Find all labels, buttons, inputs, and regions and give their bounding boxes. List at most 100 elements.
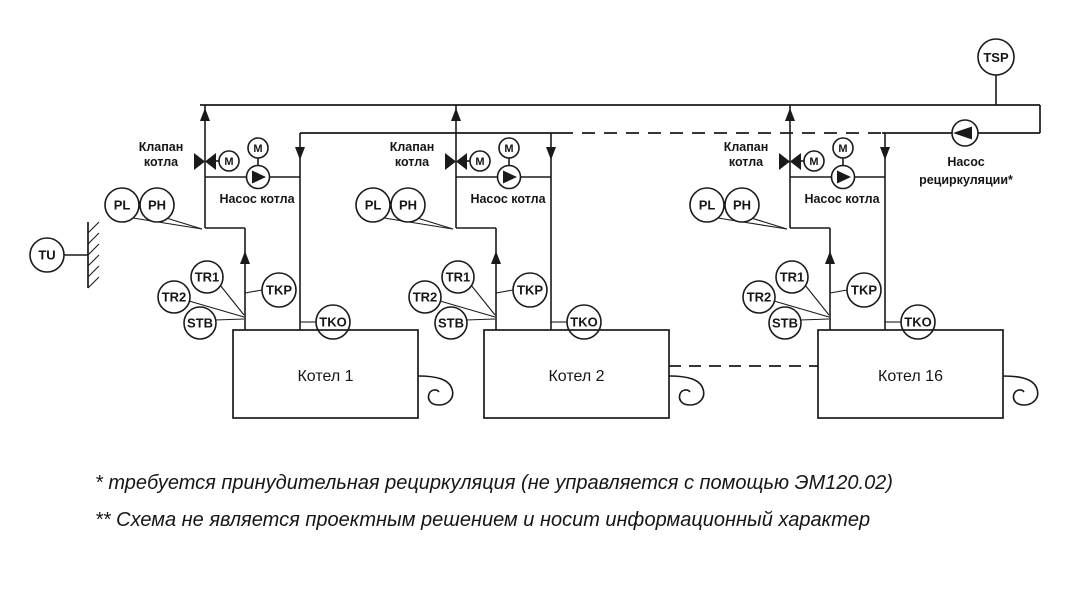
burner-icon <box>1002 375 1039 406</box>
flow-arrows <box>200 108 305 264</box>
valve-actuator: M <box>218 150 240 172</box>
recirculation-pump-icon <box>953 126 972 140</box>
valve-label-2: котла <box>144 155 179 169</box>
valve-label-1: Клапан <box>139 140 184 154</box>
flow-arrows <box>785 108 890 264</box>
sensor-connectors <box>383 216 567 323</box>
sensor-tr1-label: TR1 <box>780 270 805 285</box>
sensor-tr2: TR2 <box>742 280 776 314</box>
boiler-unit-2: M Клапан котла M Насос котла PL <box>355 105 705 419</box>
valve-motor-label: M <box>809 156 818 168</box>
sensor-tko: TKO <box>315 304 351 340</box>
sensor-tr1: TR1 <box>775 260 809 294</box>
sensor-tr2-label: TR2 <box>162 290 187 305</box>
valve-motor-label: M <box>224 156 233 168</box>
pipes <box>789 105 886 330</box>
boiler-valve-icon <box>445 153 470 170</box>
sensor-tsp-label: TSP <box>983 50 1009 65</box>
sensor-pl: PL <box>355 187 391 223</box>
sensor-stb-label: STB <box>772 316 798 331</box>
recirculation-pump: Насос рециркуляции* <box>919 119 1013 187</box>
boiler-unit-1: M Клапан котла M Насос котла PL <box>104 105 454 419</box>
sensor-tko: TKO <box>900 304 936 340</box>
wall-icon <box>87 221 100 289</box>
sensor-tr2: TR2 <box>157 280 191 314</box>
sensor-tr2-label: TR2 <box>413 290 438 305</box>
sensor-tko: TKO <box>566 304 602 340</box>
boiler-unit-3: M Клапан котла M Насос котла PL <box>689 105 1039 419</box>
sensor-tkp-label: TKP <box>517 283 543 298</box>
sensor-tko-label: TKO <box>570 315 597 330</box>
sensor-pl-label: PL <box>114 198 131 213</box>
sensor-tr1: TR1 <box>441 260 475 294</box>
sensor-tkp: TKP <box>261 272 297 308</box>
sensor-ph: PH <box>724 187 760 223</box>
sensor-tkp: TKP <box>512 272 548 308</box>
boiler-name: Котел 2 <box>548 368 604 385</box>
valve-label-1: Клапан <box>390 140 435 154</box>
supply-header <box>200 104 1041 133</box>
pipes <box>204 105 301 330</box>
valve-actuator: M <box>803 150 825 172</box>
pump-motor: M <box>498 137 520 166</box>
flow-arrows <box>451 108 556 264</box>
boiler-valve-icon <box>194 153 219 170</box>
sensor-stb-label: STB <box>187 316 213 331</box>
sensor-stb-label: STB <box>438 316 464 331</box>
recirc-pump-label-2: рециркуляции* <box>919 173 1013 187</box>
sensor-stb: STB <box>768 306 802 340</box>
sensor-tr2-label: TR2 <box>747 290 772 305</box>
valve-label-2: котла <box>395 155 430 169</box>
sensor-tkp-label: TKP <box>266 283 292 298</box>
pump-motor-label: M <box>253 143 262 155</box>
sensor-ph-label: PH <box>148 198 166 213</box>
footnote-2: ** Схема не является проектным решением … <box>95 509 870 531</box>
burner-icon <box>668 375 705 406</box>
boiler-pump-label: Насос котла <box>470 192 546 206</box>
boiler-body <box>232 329 419 419</box>
burner-icon <box>417 375 454 406</box>
boiler-pump-icon <box>830 164 856 190</box>
sensor-tr1-label: TR1 <box>446 270 471 285</box>
valve-motor-label: M <box>475 156 484 168</box>
sensor-tr1: TR1 <box>190 260 224 294</box>
sensor-tr1-label: TR1 <box>195 270 220 285</box>
sensor-pl-label: PL <box>699 198 716 213</box>
boiler-valve-icon <box>779 153 804 170</box>
recirc-pump-label-1: Насос <box>947 155 984 169</box>
sensor-stb: STB <box>434 306 468 340</box>
sensor-ph-label: PH <box>733 198 751 213</box>
sensor-tu-label: TU <box>38 248 55 263</box>
sensor-pl: PL <box>689 187 725 223</box>
pump-motor-label: M <box>504 143 513 155</box>
pump-motor: M <box>247 137 269 166</box>
sensor-tu: TU <box>29 221 100 289</box>
sensor-ph: PH <box>390 187 426 223</box>
sensor-tko-label: TKO <box>319 315 346 330</box>
sensor-connectors <box>132 216 316 323</box>
sensor-tkp-label: TKP <box>851 283 877 298</box>
sensor-pl: PL <box>104 187 140 223</box>
pump-motor-label: M <box>838 143 847 155</box>
sensor-connectors <box>717 216 901 323</box>
sensor-tr2: TR2 <box>408 280 442 314</box>
footnote-1: * требуется принудительная рециркуляция … <box>95 472 893 494</box>
boiler-pump-icon <box>496 164 522 190</box>
boiler-body <box>817 329 1004 419</box>
valve-label-1: Клапан <box>724 140 769 154</box>
sensor-tsp: TSP <box>977 38 1015 105</box>
boiler-pump-label: Насос котла <box>804 192 880 206</box>
pipes <box>455 105 552 330</box>
boiler-name: Котел 1 <box>297 368 353 385</box>
sensor-tko-label: TKO <box>904 315 931 330</box>
pump-motor: M <box>832 137 854 166</box>
boiler-body <box>483 329 670 419</box>
sensor-ph-label: PH <box>399 198 417 213</box>
boiler-pump-label: Насос котла <box>219 192 295 206</box>
valve-label-2: котла <box>729 155 764 169</box>
boiler-pump-icon <box>245 164 271 190</box>
sensor-stb: STB <box>183 306 217 340</box>
sensor-ph: PH <box>139 187 175 223</box>
